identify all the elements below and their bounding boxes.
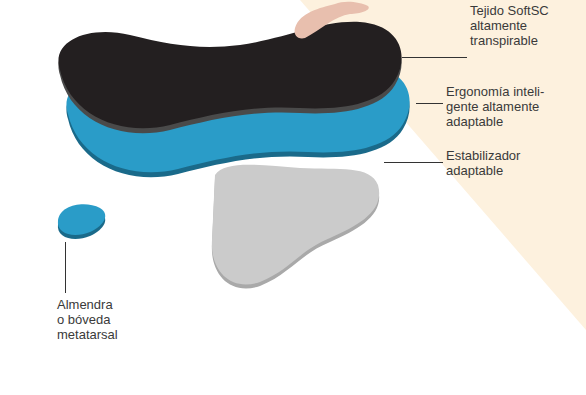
part-label: Ergonomía inteli- gente altamente adapta… — [446, 84, 564, 129]
stabilizer — [212, 165, 379, 285]
part-label: Estabilizador adaptable — [446, 148, 556, 178]
fabric-tab — [295, 2, 369, 39]
leader-lines — [66, 58, 468, 294]
part-label: Almendra o bóveda metatarsal — [57, 297, 121, 342]
metatarsal-almond — [58, 204, 105, 235]
black-layer — [58, 22, 401, 133]
part-label: Tejido SoftSC altamente transpirable — [470, 3, 570, 48]
